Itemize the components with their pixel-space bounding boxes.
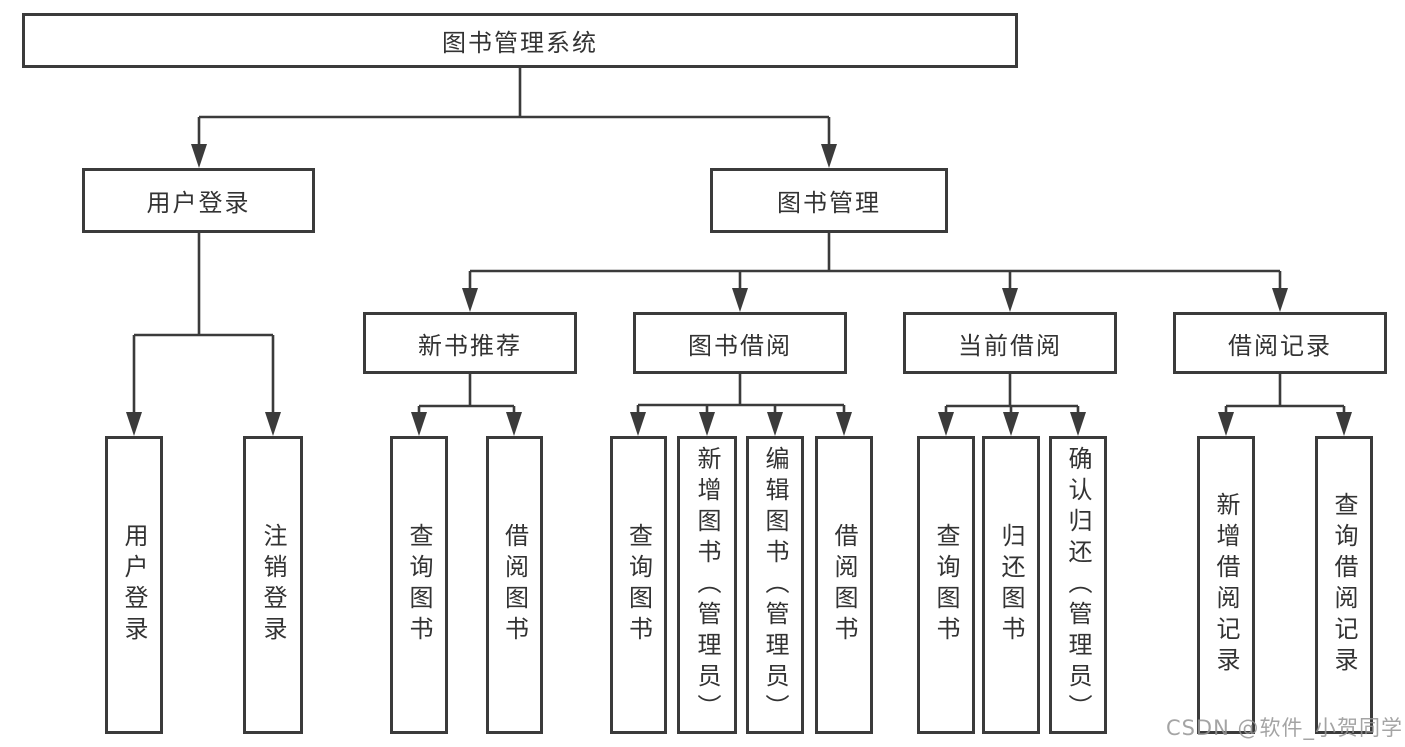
node-book-management: 图书管理 <box>710 168 948 233</box>
connector-currentborrow-to-leaves <box>944 374 1080 416</box>
leaf-query-books-1: 查询图书 <box>390 436 448 734</box>
connector-bookmgmt-to-level3 <box>468 233 1282 292</box>
connector-root-to-level2 <box>197 68 831 148</box>
leaf-borrow-books-1: 借阅图书 <box>486 436 543 734</box>
arrowheads <box>126 144 1352 436</box>
node-current-borrowing: 当前借阅 <box>903 312 1117 374</box>
node-library-system: 图书管理系统 <box>22 13 1018 68</box>
leaf-add-borrow-record: 新增借阅记录 <box>1197 436 1255 734</box>
connector-userlogin-to-leaves <box>132 233 275 416</box>
node-borrowing-records: 借阅记录 <box>1173 312 1387 374</box>
connector-newbookrec-to-leaves <box>417 374 516 416</box>
csdn-watermark: CSDN @软件_小贺同学 <box>1165 716 1403 740</box>
leaf-add-book-admin: 新增图书（管理员） <box>677 436 737 734</box>
leaf-logout: 注销登录 <box>243 436 303 734</box>
leaf-confirm-return-admin: 确认归还（管理员） <box>1049 436 1107 734</box>
leaf-query-books-3: 查询图书 <box>917 436 975 734</box>
leaf-user-login: 用户登录 <box>105 436 163 734</box>
node-user-login: 用户登录 <box>82 168 315 233</box>
connector-borrowrecords-to-leaves <box>1224 374 1346 416</box>
connector-bookborrow-to-leaves <box>636 374 846 416</box>
leaf-borrow-books-2: 借阅图书 <box>815 436 873 734</box>
node-new-book-recommend: 新书推荐 <box>363 312 577 374</box>
leaf-query-borrow-record: 查询借阅记录 <box>1315 436 1373 734</box>
leaf-return-book: 归还图书 <box>982 436 1040 734</box>
node-book-borrowing: 图书借阅 <box>633 312 847 374</box>
leaf-edit-book-admin: 编辑图书（管理员） <box>746 436 804 734</box>
leaf-query-books-2: 查询图书 <box>610 436 667 734</box>
